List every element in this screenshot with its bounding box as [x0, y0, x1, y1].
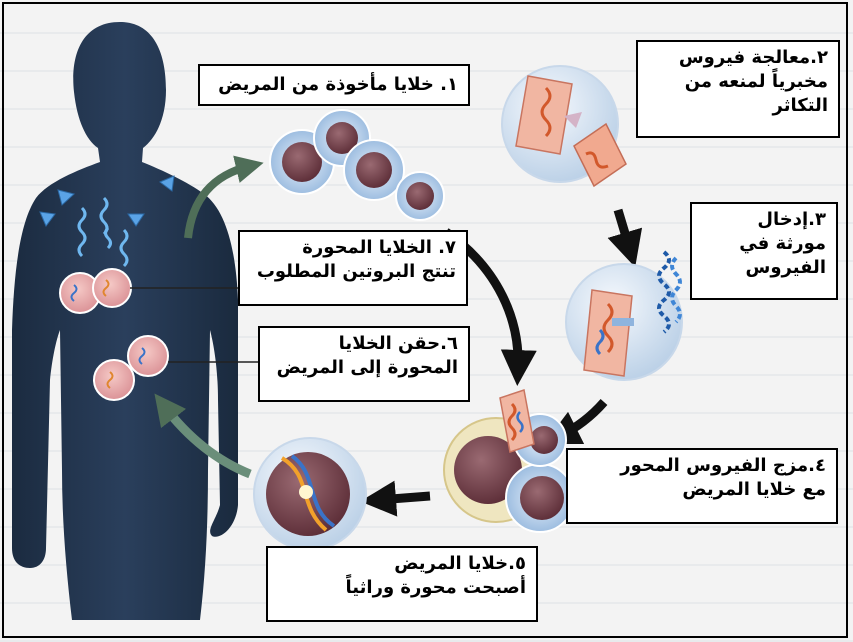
- gene-therapy-diagram: ١. خلايا مأخوذة من المريض ٢.معالجة فيروس…: [0, 0, 853, 642]
- outer-frame: [2, 2, 848, 638]
